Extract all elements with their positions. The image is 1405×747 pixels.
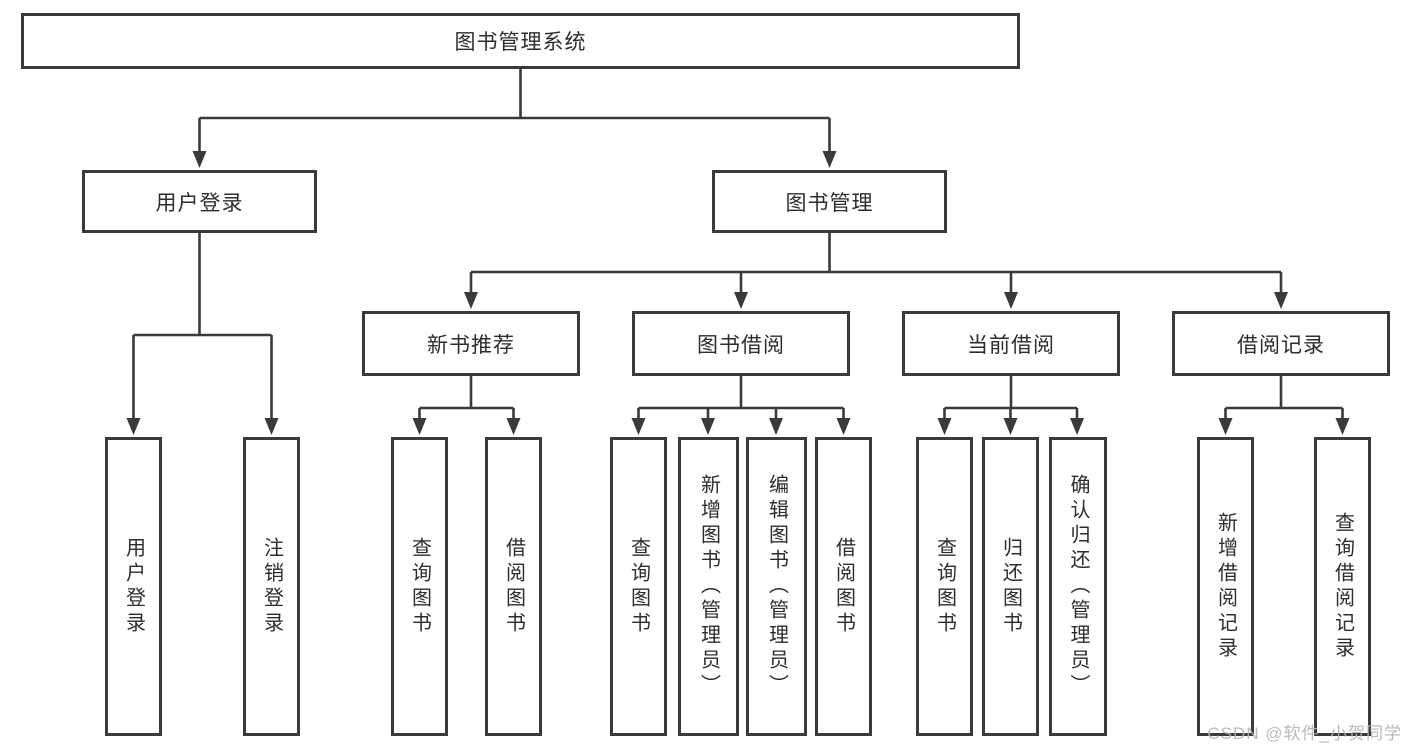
node-current-borrowing: 当前借阅 — [902, 311, 1120, 376]
connector-new-book-recommend-to-leaves — [412, 376, 521, 435]
leaf-recommend-borrow-books-label: 借阅图书 — [502, 536, 525, 637]
leaf-borrowing-borrow-books: 借阅图书 — [815, 437, 872, 736]
leaf-borrowing-query-books: 查询图书 — [610, 437, 667, 736]
connector-root-to-level2 — [192, 69, 837, 168]
leaf-records-query-record: 查询借阅记录 — [1314, 437, 1371, 736]
connector-book-borrowing-to-leaves — [631, 376, 851, 435]
leaf-recommend-query-books: 查询图书 — [391, 437, 448, 736]
connector-borrowing-records-to-leaves — [1218, 376, 1350, 435]
leaf-current-query-books-label: 查询图书 — [933, 536, 956, 637]
leaf-records-add-record: 新增借阅记录 — [1197, 437, 1254, 736]
connector-book-management-to-level3 — [464, 233, 1288, 309]
leaf-borrowing-query-books-label: 查询图书 — [627, 536, 650, 637]
leaf-records-add-record-label: 新增借阅记录 — [1214, 511, 1237, 662]
leaf-logout: 注销登录 — [243, 437, 300, 736]
leaf-borrowing-edit-books-admin: 编辑图书（管理员） — [746, 437, 807, 736]
node-new-book-recommend: 新书推荐 — [362, 311, 580, 376]
node-borrowing-records: 借阅记录 — [1172, 311, 1390, 376]
leaf-borrowing-edit-books-admin-label: 编辑图书（管理员） — [765, 474, 788, 699]
leaf-current-return-books: 归还图书 — [982, 437, 1039, 736]
leaf-logout-label: 注销登录 — [260, 536, 283, 637]
leaf-borrowing-borrow-books-label: 借阅图书 — [832, 536, 855, 637]
leaf-recommend-query-books-label: 查询图书 — [408, 536, 431, 637]
node-book-management: 图书管理 — [712, 170, 947, 233]
leaf-recommend-borrow-books: 借阅图书 — [485, 437, 542, 736]
leaf-borrowing-add-books-admin-label: 新增图书（管理员） — [697, 474, 720, 699]
leaf-current-confirm-return-admin: 确认归还（管理员） — [1049, 437, 1107, 736]
node-user-login: 用户登录 — [82, 170, 317, 233]
leaf-current-query-books: 查询图书 — [916, 437, 973, 736]
leaf-user-login: 用户登录 — [105, 437, 162, 736]
leaf-current-return-books-label: 归还图书 — [999, 536, 1022, 637]
connector-user-login-to-leaves — [126, 233, 279, 435]
connector-current-borrowing-to-leaves — [937, 376, 1084, 435]
watermark: CSDN @软件_小贺同学 — [1207, 724, 1402, 743]
leaf-records-query-record-label: 查询借阅记录 — [1331, 511, 1354, 662]
leaf-borrowing-add-books-admin: 新增图书（管理员） — [678, 437, 739, 736]
node-book-borrowing: 图书借阅 — [632, 311, 850, 376]
node-library-management-system: 图书管理系统 — [21, 13, 1020, 69]
leaf-current-confirm-return-admin-label: 确认归还（管理员） — [1067, 474, 1089, 699]
leaf-user-login-label: 用户登录 — [122, 536, 145, 637]
